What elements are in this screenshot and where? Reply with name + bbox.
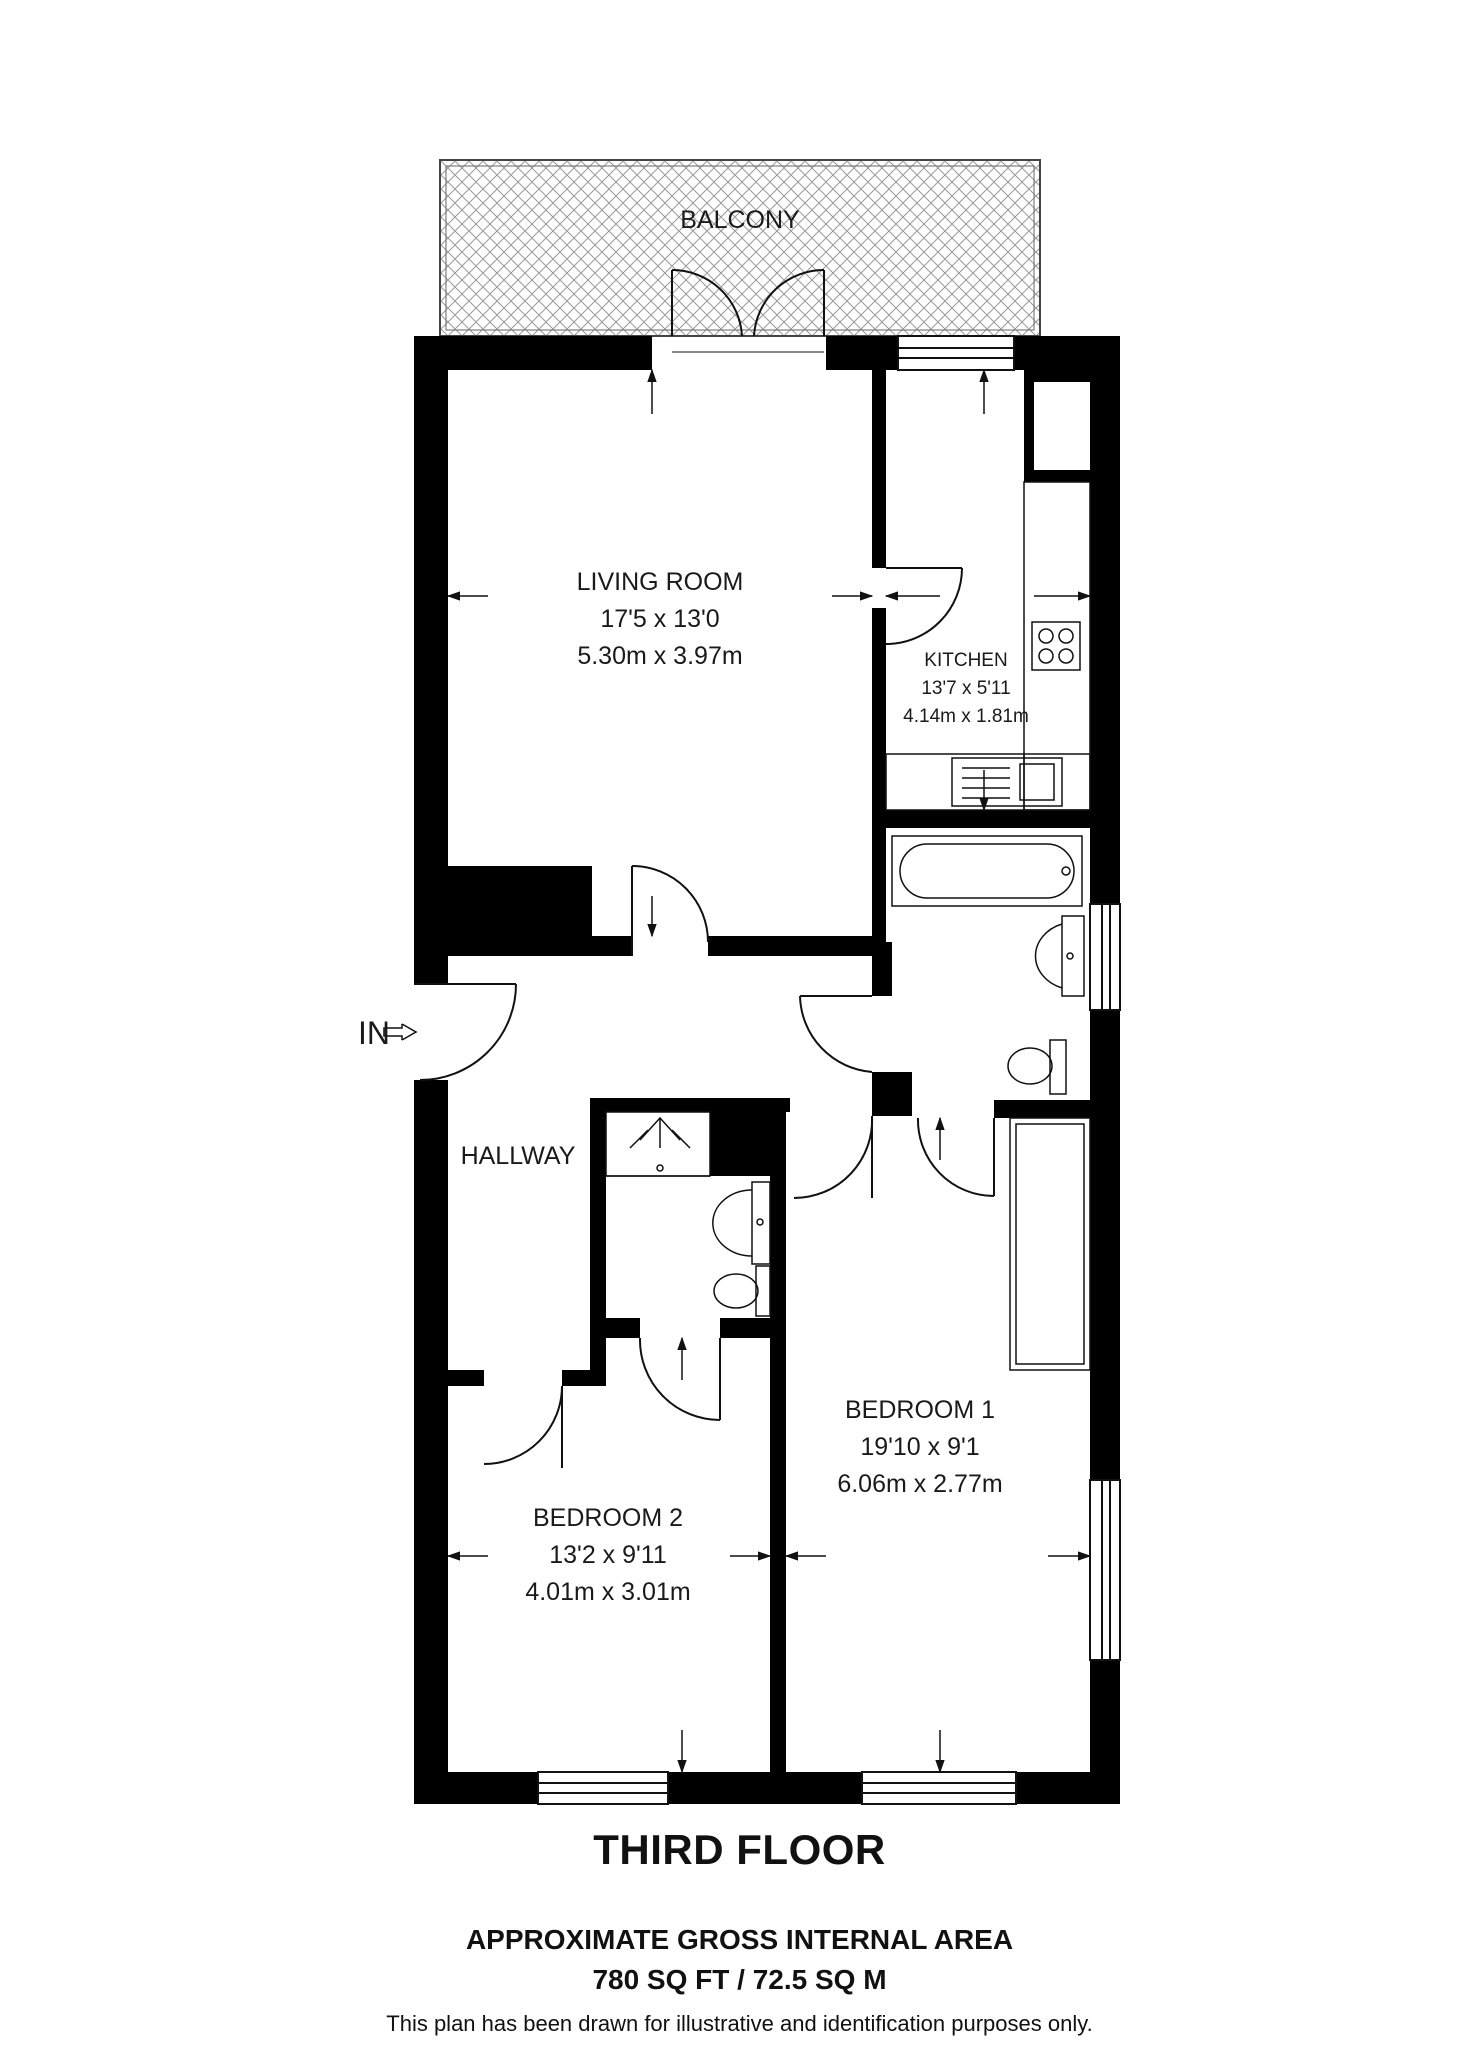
living-kitchen-wall-lower (872, 608, 886, 942)
chimney-block (448, 866, 592, 956)
room-labels: LIVING ROOM 17'5 x 13'0 5.30m x 3.97m KI… (461, 568, 1029, 1606)
kitchen-worktop-base (885, 753, 1091, 811)
floor-title: THIRD FLOOR (593, 1826, 886, 1873)
kitchen-window (897, 335, 1015, 371)
bedroom-2-window (537, 1771, 669, 1805)
north-wall-west (414, 336, 652, 370)
west-wall-upper (414, 336, 448, 984)
bedroom-1-imperial: 19'10 x 9'1 (860, 1433, 979, 1461)
living-room-name: LIVING ROOM (577, 568, 744, 596)
area-heading: APPROXIMATE GROSS INTERNAL AREA (465, 1924, 1014, 1955)
kitchen-sink-icon (951, 757, 1063, 807)
hallway-name: HALLWAY (461, 1142, 576, 1170)
ensuite-south-wall-west (590, 1318, 640, 1338)
ensuite-north-wall (590, 1098, 790, 1112)
balcony-double-door (671, 268, 825, 353)
area-value: 780 SQ FT / 72.5 SQ M (592, 1964, 887, 1995)
dimension-arrows (446, 368, 1092, 1774)
bath-west-wall (872, 942, 892, 996)
kitchen-metric: 4.14m x 1.81m (903, 706, 1029, 727)
balcony-label: BALCONY (680, 206, 800, 234)
bedroom-1-name: BEDROOM 1 (845, 1396, 995, 1424)
balcony: BALCONY (439, 159, 1041, 337)
west-wall-lower (414, 1080, 448, 1804)
north-wall-east (826, 336, 898, 370)
riser-box-side (1024, 370, 1034, 474)
riser-box-bottom (1024, 470, 1090, 482)
kitchen-door (885, 567, 963, 645)
chimney-stub (592, 936, 632, 956)
ensuite-west-wall (590, 1098, 606, 1382)
living-room-metric: 5.30m x 3.97m (577, 642, 742, 670)
kitchen-imperial: 13'7 x 5'11 (921, 678, 1010, 699)
bed2-north-wall-west (448, 1370, 484, 1386)
bedroom-1-metric: 6.06m x 2.77m (837, 1470, 1002, 1498)
bathroom-basin-icon (1034, 915, 1085, 997)
bedroom-1-door-left (793, 1115, 874, 1200)
ensuite-basin-icon (712, 1181, 771, 1265)
hob-icon (1031, 621, 1081, 671)
wardrobe-icon (1009, 1117, 1091, 1371)
bedroom-1-door-right (916, 1117, 995, 1197)
ensuite-toilet-icon (713, 1265, 771, 1317)
bedroom-2-name: BEDROOM 2 (533, 1504, 683, 1532)
ensuite-south-wall-east (720, 1318, 786, 1338)
bedroom-2-imperial: 13'2 x 9'11 (549, 1541, 667, 1569)
entrance-label: IN (358, 1015, 390, 1051)
bathroom-door (799, 995, 873, 1073)
windows (537, 335, 1121, 1805)
bed2-north-wall-east (562, 1370, 606, 1386)
south-wall-mid (668, 1772, 862, 1804)
kitchen-name: KITCHEN (924, 650, 1007, 671)
bedroom-2-door (483, 1385, 563, 1468)
living-room-imperial: 17'5 x 13'0 (600, 605, 719, 633)
south-wall-east (1016, 1772, 1120, 1804)
living-south-wall-east (708, 936, 886, 956)
bathtub-icon (891, 835, 1083, 907)
shower-block (710, 1112, 770, 1176)
kitchen-bath-wall (886, 810, 1090, 828)
ensuite-door (638, 1337, 721, 1421)
living-kitchen-wall-upper (872, 370, 886, 568)
bedroom-1-window (861, 1771, 1017, 1805)
riser-box (1024, 370, 1090, 382)
bedroom-1-side-window (1089, 1479, 1121, 1661)
south-wall-west (414, 1772, 538, 1804)
living-room-door (631, 865, 709, 956)
bath-south-wall-east (994, 1100, 1090, 1118)
bedroom-2-metric: 4.01m x 3.01m (525, 1578, 690, 1606)
east-wall-mid (1090, 1010, 1120, 1480)
bathroom-window (1089, 903, 1121, 1011)
entrance-door (414, 983, 517, 1081)
doors (414, 268, 995, 1468)
ensuite-east-wall (770, 1098, 786, 1778)
shower-icon (605, 1111, 711, 1177)
walls (414, 336, 1120, 1804)
disclaimer: This plan has been drawn for illustrativ… (386, 2011, 1093, 2036)
bath-south-wall-west (872, 1072, 912, 1116)
entrance-arrow-icon (383, 1023, 418, 1041)
east-wall-upper (1090, 336, 1120, 904)
bathroom-toilet-icon (1007, 1039, 1067, 1095)
